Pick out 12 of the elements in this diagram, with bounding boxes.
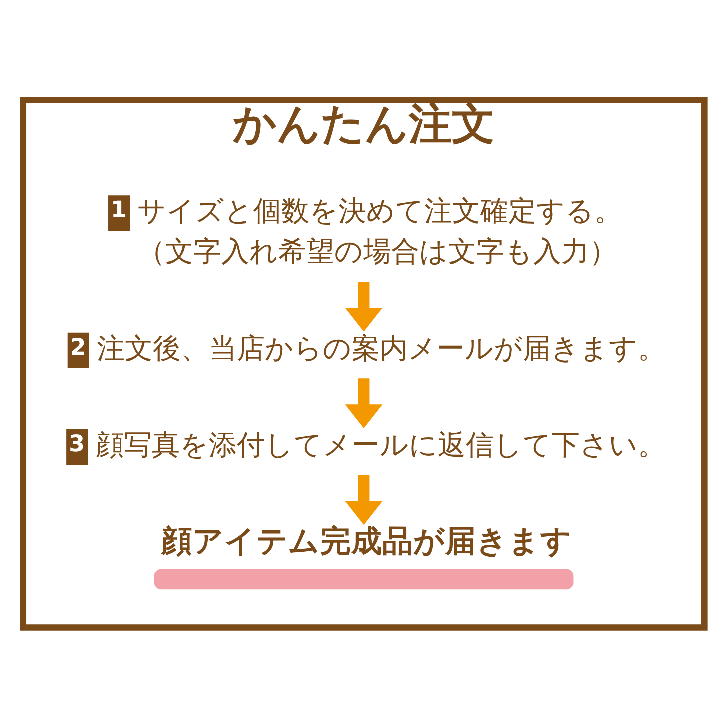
arrow xyxy=(345,378,383,428)
arrow xyxy=(345,475,383,526)
node-label: 顔アイテム完成品が届きます xyxy=(161,524,572,560)
node-label: 顔写真を添付してメールに返信して下さい。 xyxy=(96,428,666,462)
node-label: （文字入れ希望の場合は文字も入力） xyxy=(138,235,618,268)
node-label: サイズと個数を決めて注文確定する。 xyxy=(138,194,623,228)
node-box xyxy=(154,569,574,590)
node-box: 2 xyxy=(68,332,90,368)
node-label: 注文後、当店からの案内メールが届きます。 xyxy=(97,332,666,365)
node-box: 1 xyxy=(108,196,130,232)
arrow xyxy=(345,282,383,332)
node-box: 3 xyxy=(66,429,88,466)
